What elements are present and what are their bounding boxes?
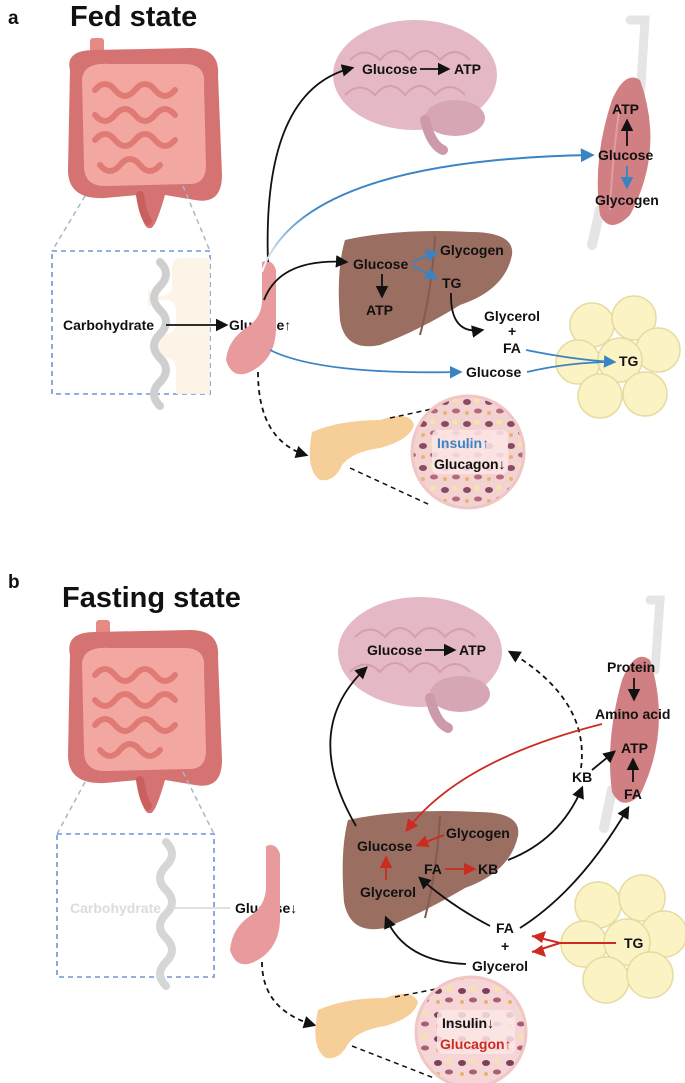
brain-icon xyxy=(338,597,502,733)
adipose-icon xyxy=(555,295,681,419)
panel-b-title: Fasting state xyxy=(62,582,241,614)
adipose-tg-label: TG xyxy=(619,353,639,369)
muscle-icon xyxy=(599,595,665,833)
stomach-icon xyxy=(226,261,276,375)
fa-label: FA xyxy=(496,920,514,936)
liver-glycogen-label: Glycogen xyxy=(440,242,504,258)
amino-acid-label: Amino acid xyxy=(595,706,670,722)
glycerol-label: Glycerol xyxy=(472,958,528,974)
panel-a-letter: a xyxy=(8,8,19,29)
liver-glucose-label: Glucose xyxy=(353,256,408,272)
carbohydrate-label: Carbohydrate xyxy=(63,317,154,333)
insulin-label: Insulin↓ xyxy=(442,1015,494,1031)
liver-icon xyxy=(338,231,513,347)
pancreas-icon xyxy=(309,416,414,481)
liver-glucose-label: Glucose xyxy=(357,838,412,854)
liver-fa-label: FA xyxy=(424,861,442,877)
muscle-fa-label: FA xyxy=(624,786,642,802)
stomach-icon xyxy=(230,845,280,965)
plus-label: + xyxy=(508,323,516,339)
pancreas-icon xyxy=(315,993,418,1059)
kb-outer-label: KB xyxy=(572,769,592,785)
muscle-glycogen-label: Glycogen xyxy=(595,192,659,208)
brain-glucose-label: Glucose xyxy=(367,642,422,658)
adipose-tg-label: TG xyxy=(624,935,644,951)
protein-label: Protein xyxy=(607,659,655,675)
intestine-icon xyxy=(68,38,222,229)
brain-icon xyxy=(333,20,497,155)
plus-label: + xyxy=(501,938,509,954)
panel-a-title: Fed state xyxy=(70,1,197,33)
liver-atp-label: ATP xyxy=(366,302,393,318)
brain-atp-label: ATP xyxy=(459,642,486,658)
muscle-icon xyxy=(587,15,651,250)
brain-atp-label: ATP xyxy=(454,61,481,77)
liver-glycogen-label: Glycogen xyxy=(446,825,510,841)
gut-lumen-box xyxy=(56,833,215,978)
liver-icon xyxy=(342,811,519,930)
blood-glucose-label: Glucose xyxy=(466,364,521,380)
glycerol-label: Glycerol xyxy=(484,308,540,324)
liver-kb-label: KB xyxy=(478,861,498,877)
liver-glycerol-label: Glycerol xyxy=(360,884,416,900)
adipose-icon xyxy=(560,874,685,1004)
muscle-glucose-label: Glucose xyxy=(598,147,653,163)
liver-tg-label: TG xyxy=(442,275,462,291)
muscle-atp-label: ATP xyxy=(612,101,639,117)
panel-b-letter: b xyxy=(8,572,20,593)
insulin-label: Insulin↑ xyxy=(437,435,489,451)
muscle-atp-label: ATP xyxy=(621,740,648,756)
intestine-icon xyxy=(68,620,222,814)
glucagon-label: Glucagon↑ xyxy=(440,1036,512,1052)
brain-glucose-label: Glucose xyxy=(362,61,417,77)
carbohydrate-faded-label: Carbohydrate xyxy=(70,900,161,916)
glucagon-label: Glucagon↓ xyxy=(434,456,506,472)
fa-label: FA xyxy=(503,340,521,356)
